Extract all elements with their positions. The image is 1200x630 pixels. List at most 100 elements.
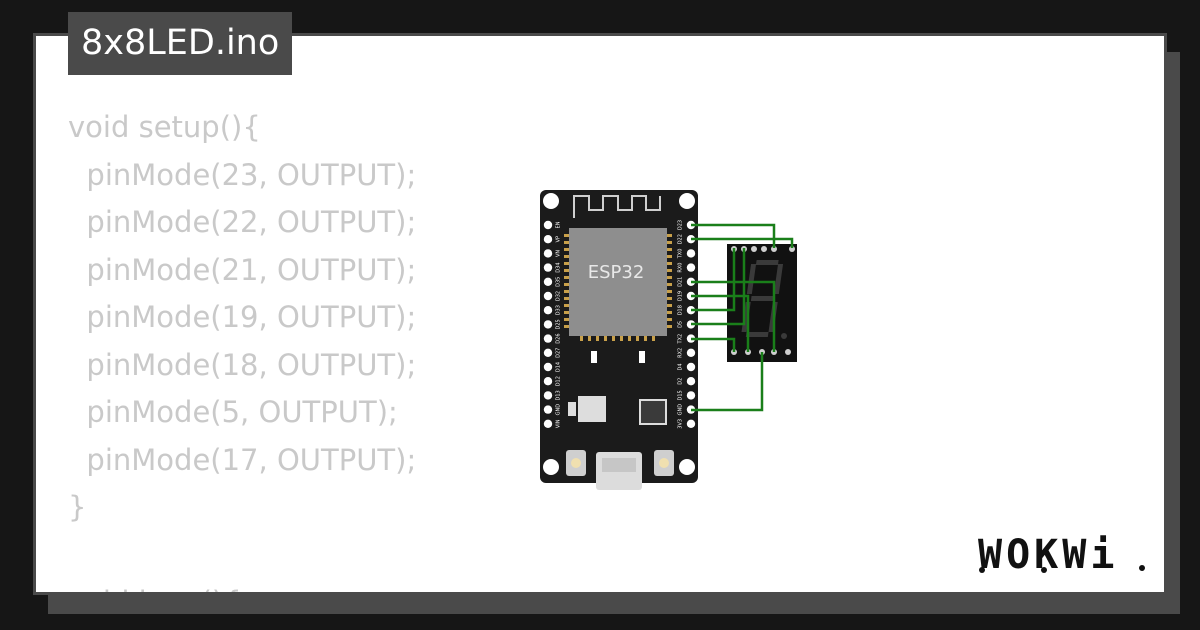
pin-d13 [543, 391, 553, 400]
pin-rx0 [686, 263, 696, 272]
pin-d2 [686, 377, 696, 386]
wokwi-logo: WOKWi [978, 532, 1145, 578]
pin-label: D22 [678, 234, 684, 244]
pin-label: TX0 [678, 249, 684, 260]
pin-d12 [543, 377, 553, 386]
code-line: pinMode(17, OUTPUT); [68, 442, 417, 477]
pin-label: D4 [678, 363, 684, 370]
pin-label: D14 [556, 362, 562, 372]
chip-pad [564, 297, 569, 300]
pin-label: D25 [556, 319, 562, 329]
display-pins-top [731, 246, 795, 252]
wire-d5 [691, 248, 746, 326]
chip-pad [564, 325, 569, 328]
wire-d23 [691, 223, 776, 248]
decimal-point [781, 333, 787, 339]
pin-d27 [543, 348, 553, 357]
chip-pad [667, 276, 672, 279]
pin-label: D19 [678, 291, 684, 301]
pin-vn [543, 249, 553, 258]
display-pin [789, 246, 795, 252]
logo-dot [1041, 567, 1047, 573]
code-line: void loop(){ [68, 579, 416, 592]
mounting-hole [543, 193, 559, 209]
pin-tx0 [686, 249, 696, 258]
button-cap [571, 458, 581, 468]
pin-d25 [543, 320, 553, 329]
pin-d34 [543, 263, 553, 272]
chip-pads [564, 234, 672, 341]
pin-d35 [543, 277, 553, 286]
pin-gnd [543, 405, 553, 414]
pin-label: D5 [678, 321, 684, 328]
pin-label: GND [556, 404, 562, 416]
segment-f [746, 264, 757, 294]
code-line: pinMode(19, OUTPUT); [68, 300, 417, 334]
pin-label: D35 [556, 277, 562, 287]
pin-3v3 [686, 419, 696, 428]
chip-pad [564, 276, 569, 279]
code-line: } [68, 490, 87, 524]
regulator-tab [568, 402, 576, 416]
chip-pad [628, 336, 631, 341]
chip-pad [667, 318, 672, 321]
pin-label: D32 [556, 291, 562, 301]
pin-label: GND [678, 404, 684, 416]
chip-pad [667, 290, 672, 293]
pin-label: D13 [556, 390, 562, 400]
chip-pad [564, 283, 569, 286]
chip-pad [588, 336, 591, 341]
chip-pad [564, 269, 569, 272]
code-line: pinMode(5, OUTPUT); [68, 395, 398, 429]
seven-segment-display [727, 244, 797, 362]
pin-label: D15 [678, 390, 684, 400]
chip-pad [667, 311, 672, 314]
chip-pad [596, 336, 599, 341]
code-line: pinMode(18, OUTPUT); [68, 347, 417, 382]
code-line: pinMode(21, OUTPUT); [68, 252, 417, 287]
logo-text: WOKWi [978, 532, 1118, 578]
pin-label: D26 [556, 333, 562, 343]
display-pin [761, 246, 767, 252]
filename-tab[interactable]: 8x8LED.ino [68, 12, 293, 75]
chip-pad [564, 262, 569, 265]
pin-label: D12 [556, 376, 562, 386]
pin-label: RX0 [678, 263, 684, 273]
mounting-hole [679, 193, 695, 209]
pin-label: D33 [556, 305, 562, 315]
chip-pad [564, 241, 569, 244]
logo-dot [979, 567, 985, 573]
chip-pad [667, 262, 672, 265]
pin-label: TX2 [678, 334, 684, 345]
wire-gnd [691, 352, 764, 412]
pin-vp [543, 235, 553, 244]
chip-pad [620, 336, 623, 341]
pin-label: VP [556, 236, 562, 242]
left-pin-header: ENVPVND34D35D32D33D25D26D27D14D12D13GNDV… [543, 220, 562, 428]
chip-pad [667, 248, 672, 251]
pin-d15 [686, 391, 696, 400]
segment-g [750, 296, 774, 301]
chip-pad [667, 304, 672, 307]
chip-pad [667, 234, 672, 237]
chip-pad [604, 336, 607, 341]
chip-pad [667, 241, 672, 244]
chip-label: ESP32 [588, 262, 645, 283]
pin-label: RX2 [678, 348, 684, 358]
pin-d14 [543, 362, 553, 372]
mounting-hole [679, 459, 695, 475]
pin-label: EN [556, 221, 562, 228]
pin-label: VN [556, 250, 562, 257]
esp32-board: ESP32 ENVPVND34D35D32D33D25D26D27D14D12D… [540, 190, 698, 490]
wire-d22 [691, 237, 794, 248]
wire-tx2 [691, 337, 736, 352]
segment-b [773, 264, 784, 294]
esp32-chip [569, 228, 667, 336]
chip-pad [667, 325, 672, 328]
segment-d [745, 332, 769, 337]
chip-pad [564, 304, 569, 307]
voltage-regulator [578, 396, 606, 422]
pin-label: VIN [556, 419, 562, 428]
usb-port-opening [602, 458, 636, 472]
